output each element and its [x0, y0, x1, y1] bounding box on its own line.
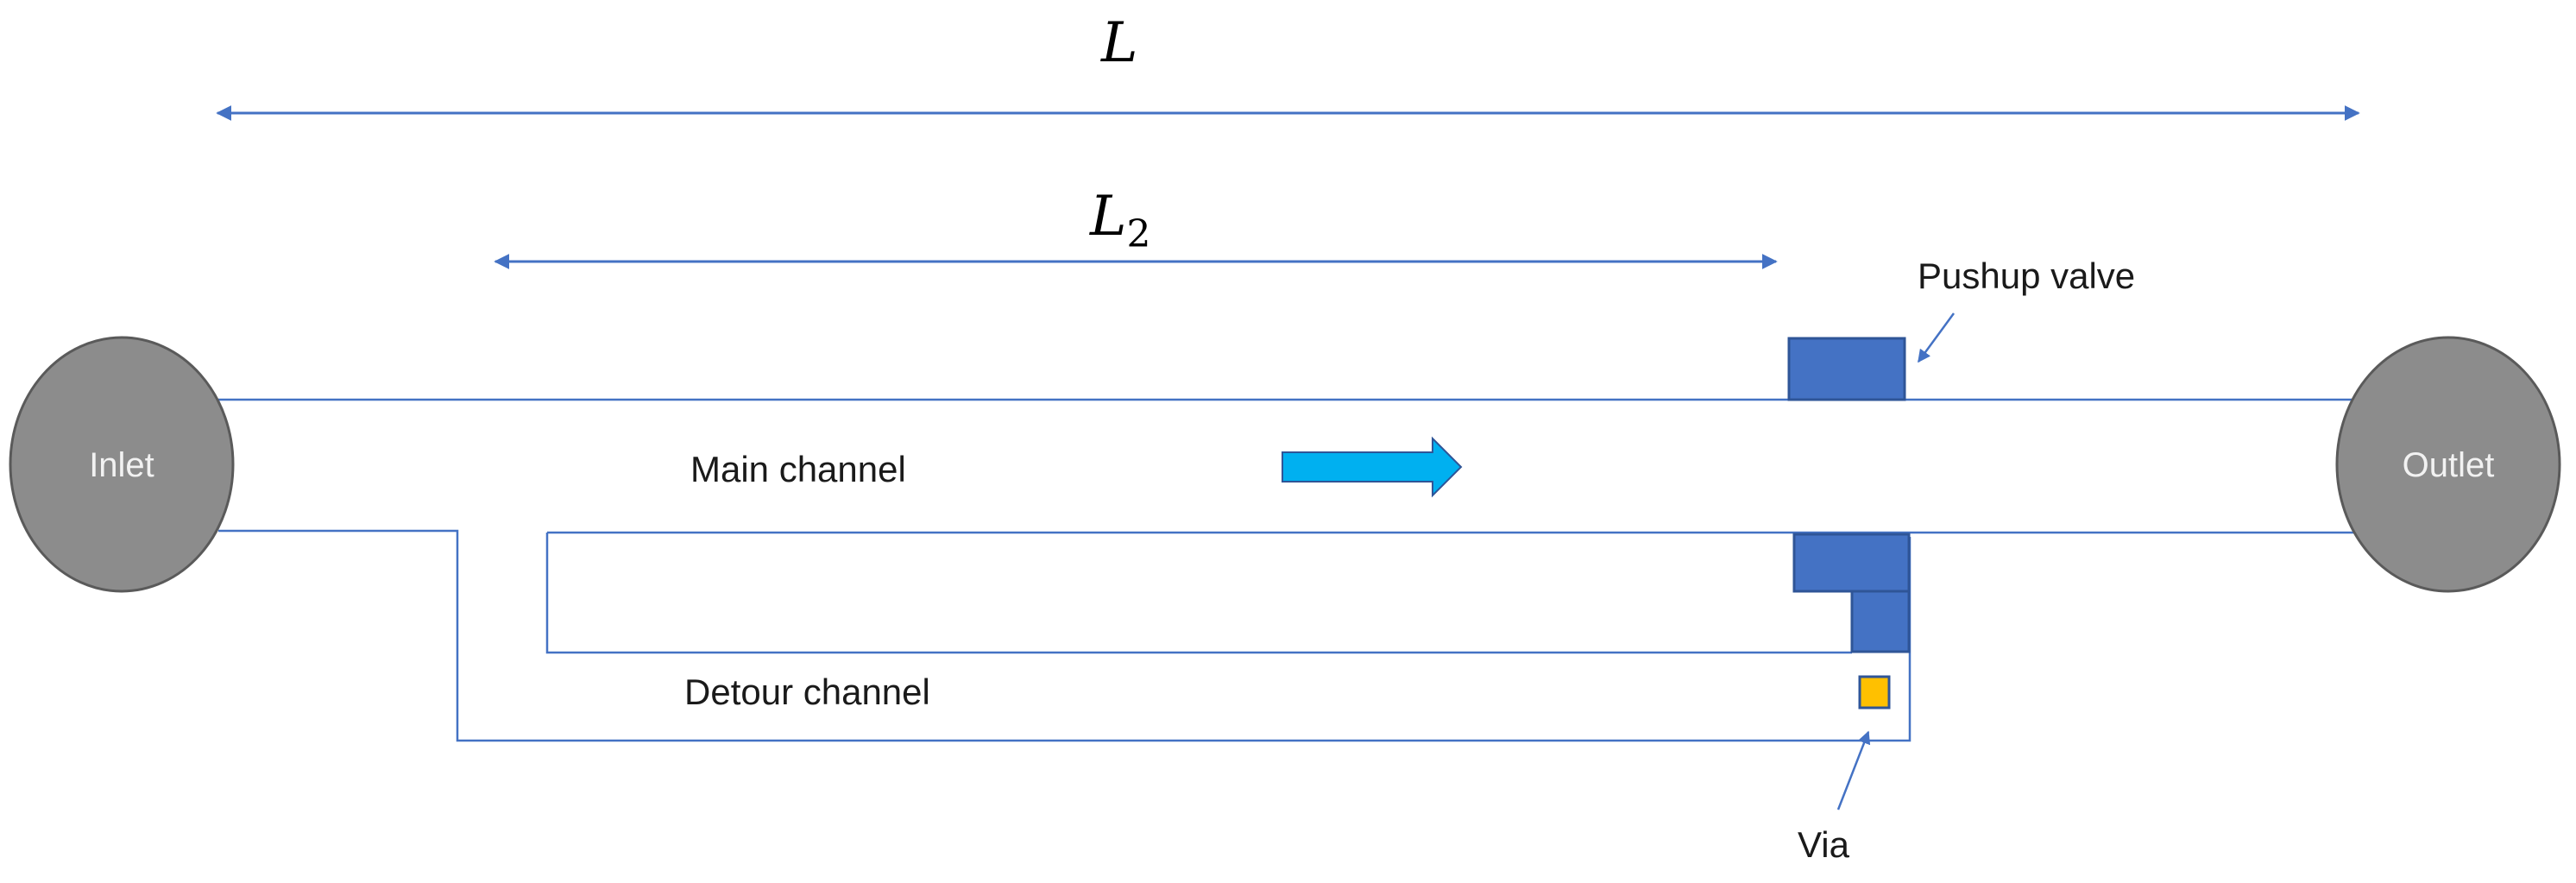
pushup-valve-pointer [1917, 312, 1956, 363]
inlet-label: Inlet [89, 446, 154, 484]
via-pointer [1836, 730, 1871, 810]
detour-channel-outer-wall [218, 529, 1912, 742]
pushup-valve-bottom-lower [1850, 590, 1911, 653]
right-arrow-icon [1282, 436, 1463, 498]
pushup-valve-label: Pushup valve [1918, 255, 2135, 296]
via-label: Via [1798, 824, 1850, 865]
detour-channel-inner-wall [545, 533, 1852, 654]
detour-channel-label: Detour channel [684, 672, 930, 712]
via-square [1858, 675, 1891, 710]
outlet-port [2335, 336, 2561, 593]
detour-length-symbol: L [1089, 185, 1127, 249]
overall-length-label: L [1100, 11, 1138, 75]
detour-length-label: L2 [1089, 185, 1151, 256]
pushup-valve-bottom-upper [1792, 533, 1911, 593]
detour-length-subscript: 2 [1127, 212, 1151, 256]
pushup-valve-top [1787, 337, 1906, 401]
outlet-label: Outlet [2403, 446, 2495, 484]
inlet-port [9, 336, 235, 593]
main-channel-label: Main channel [690, 449, 906, 489]
